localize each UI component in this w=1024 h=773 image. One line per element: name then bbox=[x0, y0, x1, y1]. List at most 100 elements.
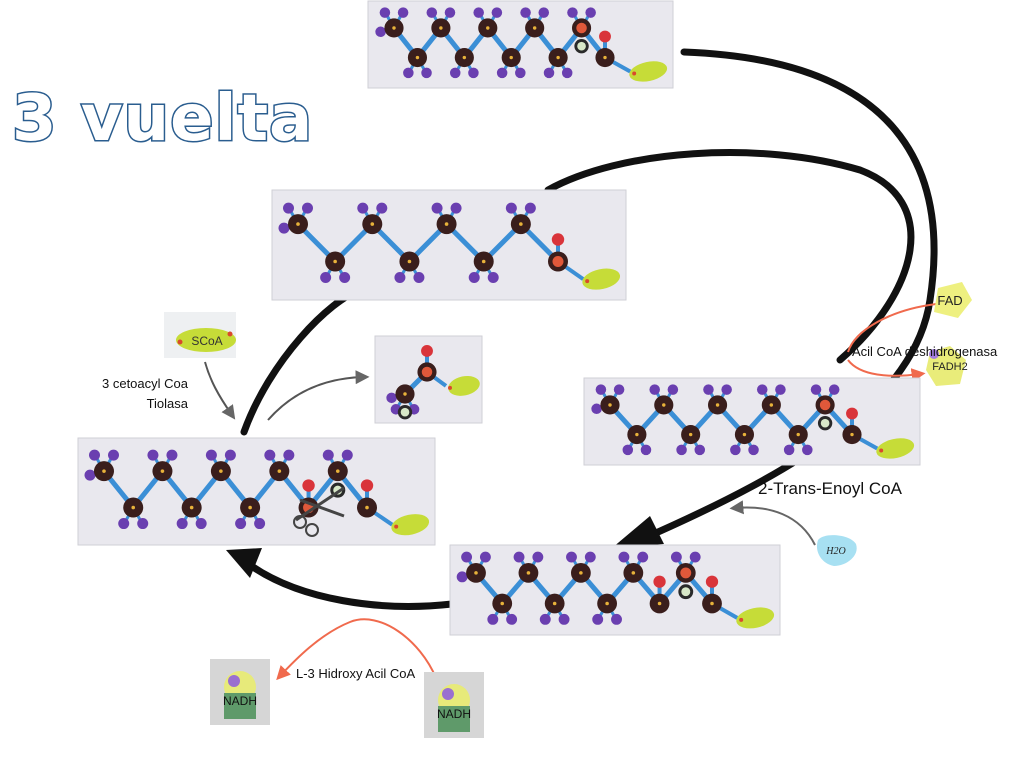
hydrogen-atom bbox=[595, 384, 607, 395]
carbon-center bbox=[631, 571, 636, 575]
hydrogen-atom bbox=[649, 384, 660, 395]
carbon-center bbox=[688, 432, 693, 437]
nadh-left-badge: NADH bbox=[210, 659, 270, 725]
hydrogen-atom bbox=[613, 384, 625, 395]
hydrogen-atom bbox=[283, 202, 294, 214]
hydroxyl-inner bbox=[820, 418, 830, 428]
scoa-arrow bbox=[204, 361, 236, 420]
carbon-center bbox=[421, 366, 433, 378]
hydrogen-atom bbox=[802, 444, 813, 456]
hydrogen-atom bbox=[756, 384, 768, 395]
hydrogen-atom bbox=[667, 384, 679, 395]
hydrogen-atom bbox=[592, 613, 604, 625]
nadh-right-badge: NADH bbox=[424, 672, 484, 738]
carbon-center bbox=[462, 55, 467, 60]
hydroxyl-inner bbox=[681, 587, 691, 597]
oxygen-atom bbox=[360, 479, 374, 492]
enzyme-label-dehydrogenase: Acil CoA deshidrogenasa bbox=[852, 344, 998, 359]
water-badge: H2O bbox=[816, 535, 857, 566]
side-arrows bbox=[204, 303, 937, 681]
carbon-center bbox=[219, 469, 223, 473]
scoa-shape bbox=[176, 328, 236, 352]
hydrogen-atom bbox=[520, 7, 531, 18]
hydrogen-atom bbox=[748, 444, 759, 456]
hydrogen-atom bbox=[166, 449, 178, 461]
cycle-arrow-bottom bbox=[246, 561, 456, 610]
hydrogen-atom bbox=[566, 551, 577, 563]
carbon-center bbox=[715, 403, 720, 407]
carbon-center bbox=[579, 571, 583, 575]
scoa-dot bbox=[227, 331, 233, 337]
coa-group bbox=[391, 514, 430, 536]
coa-dot bbox=[879, 448, 884, 453]
hydrogen-atom bbox=[461, 551, 473, 563]
nadh-right-badge-dot bbox=[442, 688, 454, 700]
carbon-center bbox=[365, 505, 369, 510]
product-label-hydroxy: L-3 Hidroxy Acil CoA bbox=[296, 666, 416, 681]
coa-dot bbox=[448, 385, 452, 390]
carbon-center bbox=[657, 601, 662, 606]
coa-group bbox=[448, 375, 480, 396]
carbon-center bbox=[850, 432, 854, 437]
carbon-center bbox=[603, 55, 607, 60]
coa-dot bbox=[394, 524, 399, 529]
hydrogen-atom bbox=[449, 67, 461, 79]
carbon-center bbox=[710, 601, 714, 606]
panel-trans-enoyl-coa bbox=[583, 377, 921, 466]
carbon-center bbox=[552, 601, 557, 606]
carbon-center bbox=[486, 26, 490, 30]
carbon-center bbox=[556, 55, 560, 60]
hydrogen-atom bbox=[235, 518, 247, 530]
carbon-center bbox=[189, 505, 194, 510]
hydrogen-atom bbox=[670, 551, 682, 563]
scoa-label: SCoA bbox=[191, 334, 222, 348]
carbon-center bbox=[277, 469, 282, 473]
nadh-left-badge-body bbox=[224, 693, 256, 719]
hydrogen-atom bbox=[539, 613, 551, 625]
coa-group bbox=[582, 268, 621, 290]
enzyme-label-thiolase-line1: 3 cetoacyl Coa bbox=[102, 376, 188, 391]
oxygen-atom bbox=[705, 575, 719, 588]
page-title: 3 vuelta bbox=[10, 81, 314, 158]
panel-acetyl-coa bbox=[374, 335, 483, 424]
hydrogen-atom bbox=[426, 7, 438, 18]
nadh-left-badge-label: NADH bbox=[223, 694, 257, 708]
hydrogen-atom bbox=[561, 67, 573, 79]
hydrogen-atom bbox=[413, 272, 425, 283]
hydrogen-atom bbox=[703, 384, 714, 395]
hydrogen-atom bbox=[176, 518, 188, 530]
scissors-blade bbox=[299, 498, 345, 518]
hydrogen-atom bbox=[479, 551, 491, 563]
hydrogen-atom bbox=[585, 7, 596, 18]
oxygen-atom bbox=[421, 345, 433, 357]
carbon-center bbox=[532, 26, 537, 30]
carbon-center bbox=[370, 222, 375, 226]
hydrogen-atom bbox=[689, 551, 701, 563]
fad-arrow bbox=[847, 303, 937, 353]
oxygen-atom bbox=[551, 233, 565, 246]
water-arrow bbox=[729, 500, 816, 546]
hydrogen-atom bbox=[421, 67, 432, 79]
panel-ketoacyl-coa bbox=[77, 437, 436, 546]
hydrogen-atom bbox=[611, 613, 622, 625]
panel-shortened-acyl-coa-background bbox=[271, 189, 627, 301]
carbon-center bbox=[796, 432, 800, 437]
scissors-handle bbox=[293, 515, 307, 529]
carbon-center bbox=[509, 55, 513, 60]
hydrogen-atom bbox=[491, 7, 503, 18]
oxygen-atom bbox=[599, 30, 611, 43]
hydrogen-atom bbox=[322, 449, 334, 461]
carbon-center bbox=[296, 222, 300, 226]
hydrogen-atom bbox=[506, 613, 518, 625]
hydrogen-atom bbox=[524, 202, 536, 214]
enzyme-label-thiolase-line2: Tiolasa bbox=[146, 396, 188, 411]
scissors-handle bbox=[305, 523, 319, 537]
panel-shortened-acyl-coa bbox=[271, 189, 627, 301]
carbon-center bbox=[605, 601, 609, 606]
hydrogen-atom bbox=[487, 613, 499, 625]
nadh-left-badge-dot bbox=[228, 675, 240, 687]
hydrogen-atom bbox=[456, 571, 468, 583]
carbon-center bbox=[403, 392, 407, 396]
hydrogen-atom bbox=[473, 7, 484, 18]
